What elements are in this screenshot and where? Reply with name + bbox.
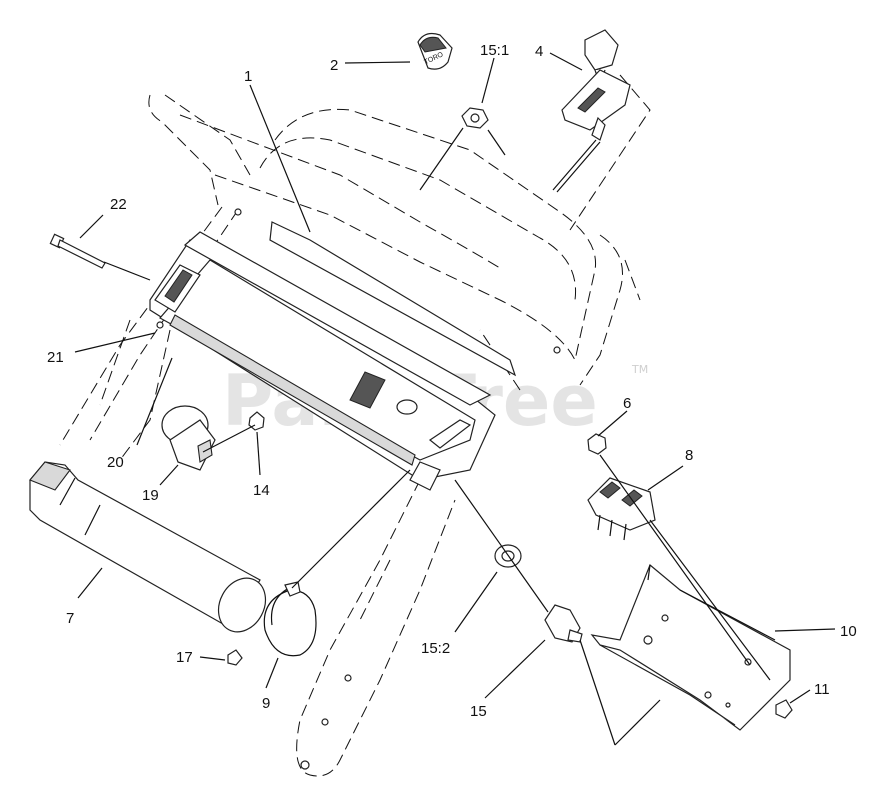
label-part-15-2: 15:2	[421, 640, 450, 657]
assembly-lines	[103, 127, 771, 746]
label-part-21: 21	[47, 349, 64, 366]
screw-17	[227, 649, 243, 666]
label-part-11: 11	[814, 681, 830, 698]
label-part-7: 7	[66, 610, 74, 627]
grip-tube	[29, 461, 267, 633]
leader-lines	[74, 52, 836, 704]
switch-15	[544, 604, 583, 643]
label-part-14: 14	[253, 482, 270, 499]
handle-frame-outline	[59, 74, 651, 461]
bracket-10	[590, 564, 791, 731]
label-part-15: 15	[470, 703, 487, 720]
bolt-22	[49, 233, 106, 269]
bracket-19	[161, 405, 216, 471]
screw-11	[775, 699, 793, 719]
label-part-15-1: 15:1	[480, 42, 509, 59]
label-part-6: 6	[623, 395, 631, 412]
label-part-22: 22	[110, 196, 127, 213]
control-panel	[149, 208, 561, 491]
label-part-8: 8	[685, 447, 693, 464]
label-part-17: 17	[176, 649, 193, 666]
nut-15-1	[461, 107, 489, 129]
clamp-9	[263, 581, 317, 657]
label-part-1: 1	[244, 68, 252, 85]
watermark-trademark: TM	[631, 363, 648, 376]
label-part-2: 2	[330, 57, 338, 74]
lower-handle-tube	[296, 479, 456, 777]
label-part-4: 4	[535, 43, 543, 60]
switch-8	[587, 477, 656, 541]
label-part-20: 20	[107, 454, 124, 471]
key-switch: TORO	[417, 32, 453, 70]
callout-labels: 1 2 15:1 4 22 21 20 19 14 7 17 9 15:2 15…	[47, 42, 857, 720]
label-part-19: 19	[142, 487, 159, 504]
nut-6	[587, 433, 607, 455]
label-part-10: 10	[840, 623, 857, 640]
throttle-control	[552, 29, 631, 193]
label-part-9: 9	[262, 695, 270, 712]
